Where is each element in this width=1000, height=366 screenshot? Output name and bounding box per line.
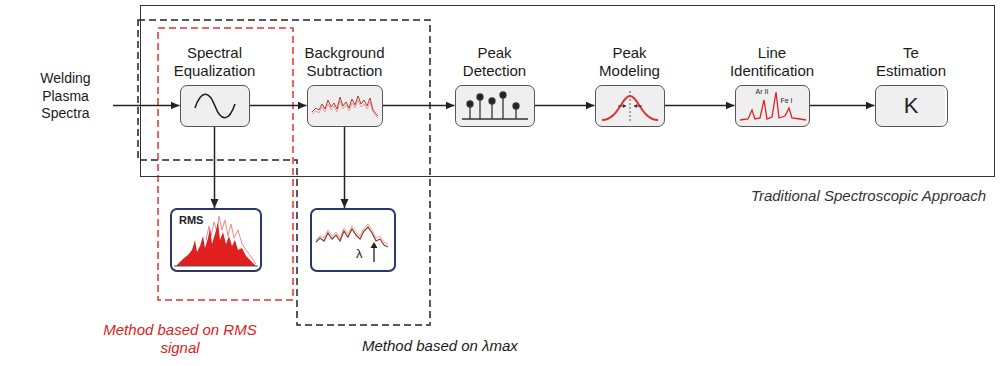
- sine-icon-part: [195, 94, 235, 118]
- method-label: Method based on λmax: [362, 337, 518, 355]
- peak-detection-icon-part: [489, 98, 495, 104]
- peak-detection-icon-part: [513, 103, 519, 109]
- background-spectrum-icon-part: [312, 96, 378, 116]
- peak-detection-icon-part: [500, 92, 506, 98]
- line-spectrum-icon-part: [740, 92, 806, 120]
- lambda-panel-illustration: [310, 208, 396, 272]
- flow-arrow: [810, 105, 875, 107]
- lambda-panel-illustration-part: [371, 242, 378, 248]
- sine-icon: [195, 94, 235, 118]
- input-label: Welding Plasma Spectra: [40, 70, 90, 123]
- rms-panel-illustration-part: [174, 266, 258, 267]
- step-title: Te Estimation: [876, 44, 946, 80]
- peak-detection-icon-part: [477, 94, 483, 100]
- panel-label: RMS: [179, 214, 203, 226]
- flow-arrow: [535, 105, 595, 107]
- peak-model-icon-part: [623, 104, 637, 108]
- process-box: Peak Detection: [455, 85, 535, 127]
- line-spectrum-icon: [740, 92, 806, 120]
- box-fill-part: [735, 85, 810, 127]
- line-tag: Ar II: [756, 88, 769, 95]
- method-region-lambda: [138, 20, 430, 325]
- lambda-panel-illustration-part: [316, 227, 388, 247]
- rms-panel-illustration-part: [176, 222, 256, 266]
- frame-caption: Traditional Spectroscopic Approach: [751, 187, 986, 204]
- process-box: Line IdentificationAr IIFe I: [735, 85, 810, 127]
- unit-symbol: K: [876, 93, 947, 119]
- flow-arrow: [113, 105, 180, 107]
- output-panel: λ: [310, 208, 396, 272]
- line-tag: Fe I: [781, 97, 793, 104]
- method-region-lambda-part: [138, 20, 430, 325]
- input-text-node: Welding Plasma Spectra: [18, 70, 113, 123]
- box-fill-part: [307, 85, 383, 127]
- rms-panel-illustration: [170, 208, 262, 272]
- step-title: Peak Modeling: [599, 44, 660, 80]
- flow-arrow: [250, 105, 307, 107]
- flow-arrow: [383, 105, 455, 107]
- peak-detection-icon-part: [462, 118, 528, 119]
- peak-detection-icon: [462, 92, 528, 119]
- lambda-panel-illustration-part: [310, 208, 396, 272]
- pipeline-frame: Traditional Spectroscopic ApproachSpectr…: [140, 5, 995, 177]
- output-panel: RMS: [170, 208, 262, 272]
- flow-arrow: [665, 105, 735, 107]
- box-fill-part: [595, 85, 665, 127]
- box-fill-part: [455, 85, 535, 127]
- peak-model-icon-part: [630, 91, 631, 122]
- wavelength-symbol: λ: [356, 246, 363, 261]
- process-box: Spectral Equalization: [180, 85, 250, 127]
- rms-panel-illustration-part: [170, 208, 262, 272]
- method-region-rms-part: [158, 28, 293, 300]
- peak-model-icon: [602, 91, 658, 122]
- process-box: Te EstimationK: [875, 85, 948, 127]
- step-title: Line Identification: [730, 44, 814, 80]
- method-label: Method based on RMS signal: [100, 321, 260, 357]
- step-title: Background Subtraction: [304, 44, 384, 80]
- box-fill: [180, 85, 945, 127]
- method-region-rms: [158, 28, 293, 300]
- background-spectrum-icon: [312, 96, 378, 118]
- process-box: Peak Modeling: [595, 85, 665, 127]
- flow-arrow: [214, 127, 216, 209]
- box-fill-part: [180, 85, 250, 127]
- process-box: Background Subtraction: [307, 85, 383, 127]
- flow-arrow: [344, 127, 346, 209]
- lambda-panel-illustration-part: [373, 247, 374, 262]
- step-title: Spectral Equalization: [174, 44, 256, 80]
- peak-detection-icon-part: [467, 101, 473, 107]
- step-title: Peak Detection: [463, 44, 526, 80]
